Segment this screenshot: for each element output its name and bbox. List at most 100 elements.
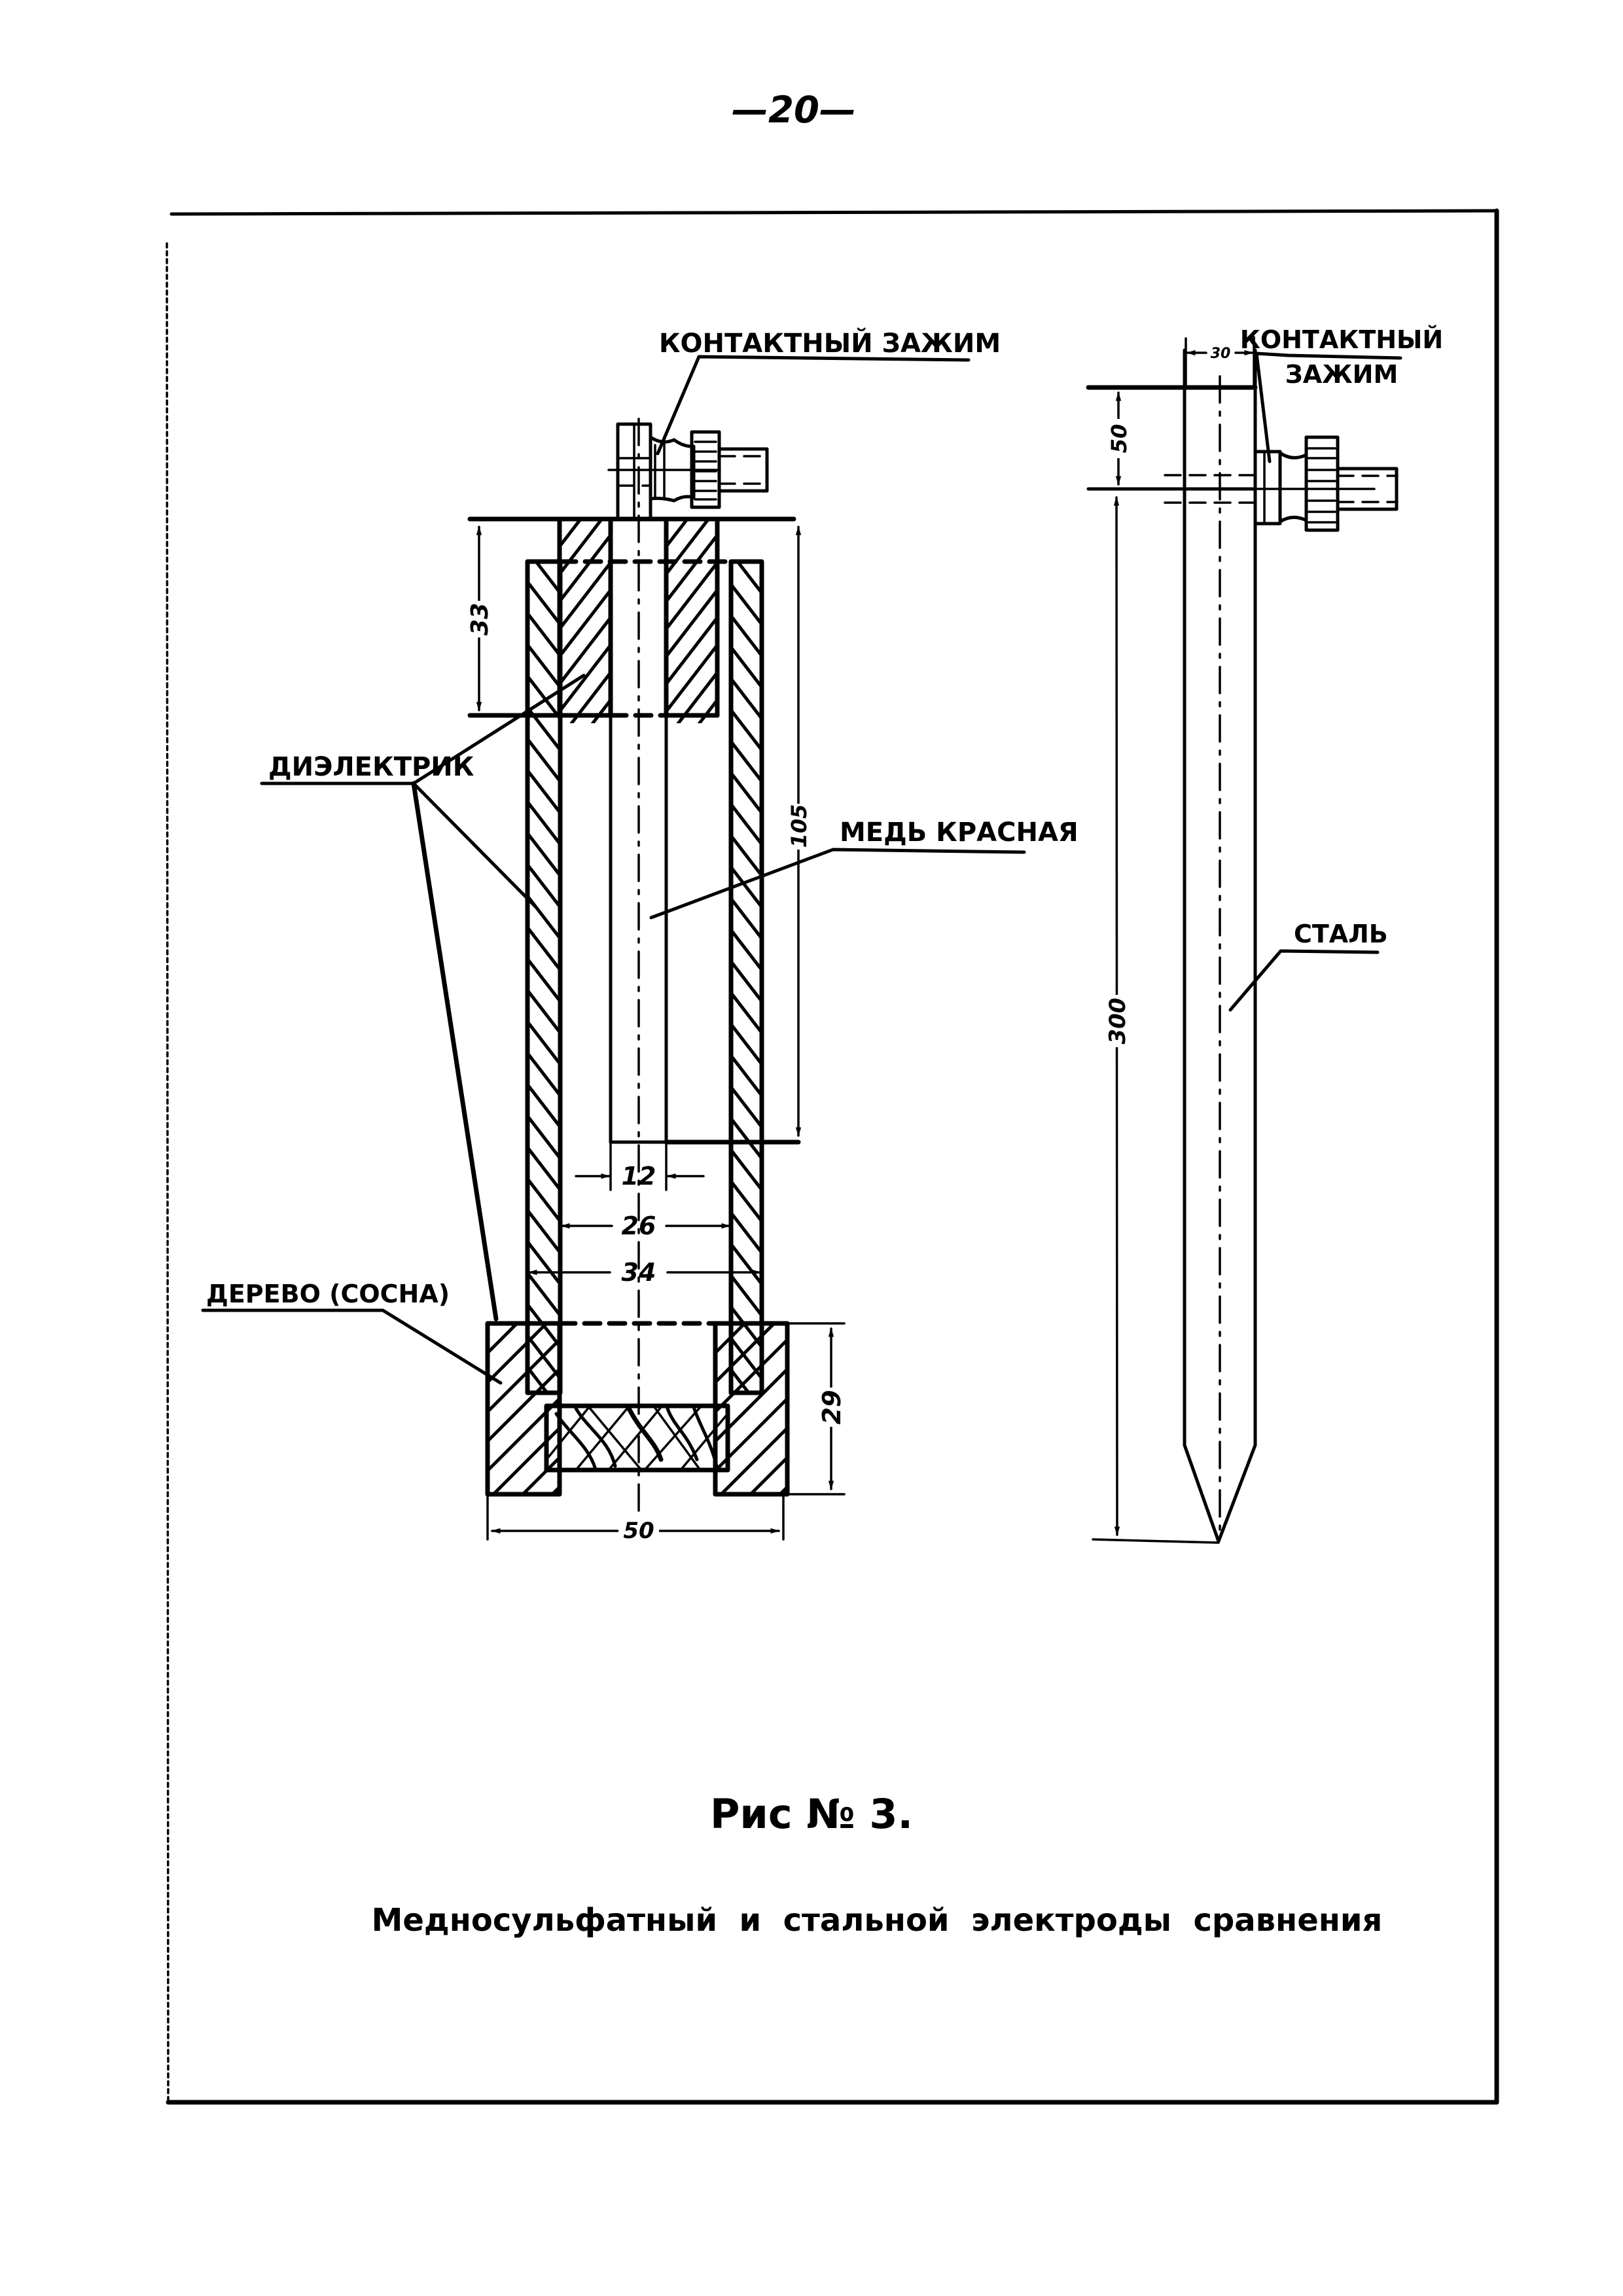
hatch-line — [731, 1117, 762, 1160]
hatch-line — [731, 677, 762, 721]
hatch-line — [666, 519, 690, 548]
hatch-line — [527, 800, 560, 846]
hatch-line — [731, 802, 762, 846]
hatch-line — [868, 1323, 1039, 1495]
hatch-line — [666, 728, 717, 794]
hatch-line — [527, 957, 560, 1003]
dimension-rod-diameter: 12 — [575, 1143, 705, 1191]
hatch-line — [527, 1145, 560, 1192]
page-number: —20— — [732, 89, 856, 132]
hatch-line — [560, 728, 611, 794]
dimension-base-width: 50 — [486, 1493, 785, 1544]
hatch-line — [488, 1323, 490, 1326]
hatch-line — [590, 698, 611, 723]
hatch-line — [666, 755, 717, 821]
hatch-line — [666, 588, 717, 658]
hatch-line — [731, 614, 762, 658]
hatch-line — [527, 611, 560, 658]
figure-label: Рис № 3. — [710, 1790, 913, 1838]
wood-base — [485, 1321, 1128, 1497]
svg-text:КОНТАКТНЫЙ ЗАЖИМ: КОНТАКТНЫЙ ЗАЖИМ — [659, 327, 1001, 359]
hatch-line — [676, 671, 717, 723]
hatch-line — [731, 1274, 762, 1318]
dimension-tube-inner: 26 — [560, 1211, 731, 1240]
hatch-line — [731, 960, 762, 1003]
hatch-line — [666, 616, 717, 686]
hatch-line — [527, 1051, 560, 1098]
hatch-line — [527, 643, 560, 689]
hatch-line — [527, 737, 560, 783]
hatch-line — [731, 834, 762, 878]
label-dielectric: ДИЭЛЕКТРИК — [260, 673, 586, 1321]
hatch-line — [527, 1177, 560, 1223]
dimension-clamp-offset: 50 — [1107, 391, 1132, 486]
hatch-line — [715, 1367, 787, 1444]
hatch-line — [527, 1020, 560, 1066]
svg-text:50: 50 — [623, 1518, 654, 1544]
hatch-line — [666, 643, 717, 713]
hatch-line — [731, 1085, 762, 1129]
hatch-line — [527, 580, 560, 626]
hatch-line — [719, 1426, 787, 1495]
copper-rod — [609, 517, 668, 1144]
hatch-line — [731, 1336, 762, 1380]
hatch-line — [731, 928, 762, 972]
copper-sulfate-electrode: КОНТАКТНЫЙ ЗАЖИМ ДИЭЛЕКТРИК МЕДЬ КРАСНАЯ… — [201, 327, 1128, 1544]
hatch-line — [956, 1323, 1128, 1495]
hatch-base-right — [715, 1323, 1128, 1495]
hatch-line — [527, 768, 560, 815]
hatch-line — [527, 831, 560, 878]
hatch-line — [560, 783, 611, 849]
hatch-line — [520, 1455, 560, 1495]
hatch-line — [527, 925, 560, 972]
steel-rod — [1183, 348, 1257, 1543]
label-contact-clamp-left: КОНТАКТНЫЙ ЗАЖИМ — [656, 327, 1001, 456]
hatch-line — [527, 988, 560, 1035]
hatch-line — [527, 1240, 560, 1286]
svg-text:33: 33 — [467, 603, 493, 636]
hatch-line — [560, 755, 611, 821]
hatch-line — [488, 1367, 560, 1444]
hatch-line — [731, 1148, 762, 1192]
hatch-line — [527, 674, 560, 721]
hatch-line — [897, 1323, 1069, 1495]
hatch-line — [560, 643, 611, 713]
svg-text:105: 105 — [787, 804, 812, 848]
dimension-base-height: 29 — [786, 1322, 846, 1496]
contact-clamp-right — [1249, 435, 1399, 532]
hatch-line — [777, 1484, 787, 1495]
hatch-line — [527, 1365, 550, 1393]
svg-text:12: 12 — [622, 1162, 656, 1191]
svg-text:30: 30 — [1211, 346, 1231, 362]
hatch-line — [527, 1114, 560, 1160]
label-steel: СТАЛЬ — [1228, 920, 1388, 1012]
hatch-line — [560, 519, 562, 521]
hatch-line — [715, 1337, 787, 1414]
hatch-line — [488, 1323, 519, 1355]
hatch-base-left — [488, 1323, 560, 1495]
svg-text:ЗАЖИМ: ЗАЖИМ — [1285, 360, 1399, 389]
hatch-line — [731, 1054, 762, 1098]
steel-electrode: КОНТАКТНЫЙ ЗАЖИМ СТАЛЬ 30 50 300 — [1086, 325, 1443, 1544]
hatch-cap-left — [560, 519, 611, 849]
svg-text:СТАЛЬ: СТАЛЬ — [1294, 920, 1388, 948]
svg-text:ДЕРЕВО (СОСНА): ДЕРЕВО (СОСНА) — [206, 1280, 450, 1308]
hatch-line — [838, 1323, 1010, 1495]
hatch-line — [488, 1323, 548, 1385]
hatch-line — [491, 1426, 560, 1495]
hatch-line — [560, 588, 611, 658]
hatch-line — [527, 1208, 560, 1255]
hatch-line — [731, 740, 762, 783]
hatch-line — [488, 1337, 560, 1414]
hatch-line — [731, 865, 762, 909]
label-wood: ДЕРЕВО (СОСНА) — [201, 1280, 503, 1385]
hatch-line — [560, 533, 611, 603]
hatch-tube-left — [527, 562, 560, 1393]
contact-clamp-left — [607, 422, 769, 521]
dimension-tube-outer: 34 — [527, 1258, 762, 1287]
page-frame — [166, 208, 1499, 2105]
hatch-line — [666, 533, 717, 603]
hatch-line — [488, 1396, 560, 1473]
hatch-line — [735, 562, 762, 595]
